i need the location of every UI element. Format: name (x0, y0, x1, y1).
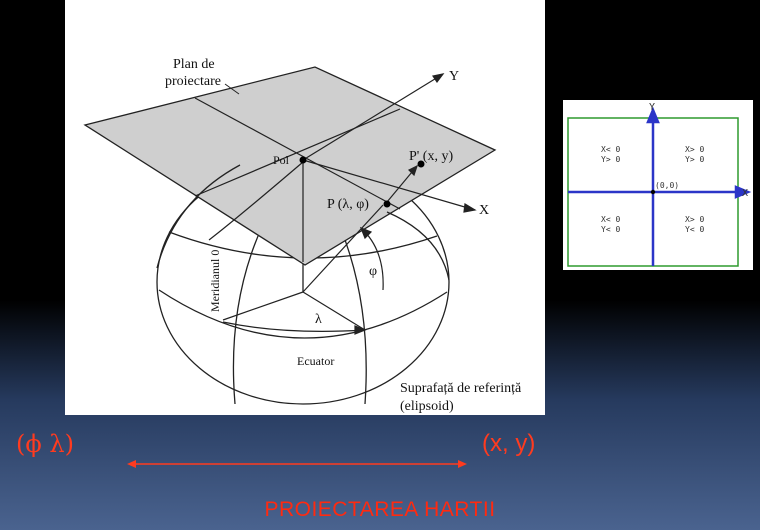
geographic-coords-label: (ϕ λ) (16, 430, 74, 458)
projected-point-label: P' (x, y) (409, 149, 453, 164)
pole-label: Pol (273, 153, 290, 167)
top-left-y: Y> 0 (601, 155, 620, 164)
surface-label-line1: Suprafață de referință (400, 381, 522, 396)
double-arrow (127, 460, 467, 468)
page-title: PROIECTAREA HARTII (264, 498, 496, 521)
x-axis-line (302, 159, 476, 211)
y-axis-label: Y (449, 69, 459, 84)
bottom-left-y: Y< 0 (601, 225, 620, 234)
equator-line (158, 289, 448, 339)
top-right-y: Y> 0 (685, 155, 704, 164)
surface-label-line2: (elipsoid) (400, 399, 454, 414)
bottom-right-y: Y< 0 (685, 225, 704, 234)
projection-diagram: Plan de proiectare Y X Pol P' (x, y) P (… (65, 0, 545, 415)
equator-label: Ecuator (297, 354, 334, 368)
top-right-x: X> 0 (685, 145, 704, 154)
point-p (383, 200, 391, 208)
point-label: P (λ, φ) (327, 197, 369, 212)
origin-point (650, 189, 656, 195)
quadrant-y-label: Y (649, 102, 655, 113)
y-axis-line (302, 73, 444, 161)
bottom-right-x: X> 0 (685, 215, 704, 224)
quadrant-x-label: X (742, 188, 748, 199)
phi-label: φ (369, 264, 377, 279)
point-p-prime (417, 160, 425, 168)
lambda-arc (222, 321, 366, 332)
plane-label-line2: proiectare (165, 74, 221, 89)
origin-label: (0,0) (655, 181, 679, 190)
pole-point (299, 156, 307, 164)
plane-label-line1: Plan de (173, 57, 215, 72)
bottom-left-x: X< 0 (601, 215, 620, 224)
plane-coords-label: (x, y) (482, 430, 536, 457)
lambda-label: λ (315, 312, 322, 327)
meridian-label: Meridianul 0 (208, 250, 222, 312)
quadrant-diagram: Y X (0,0) X< 0 Y> 0 X> 0 Y> 0 X< 0 Y< 0 … (563, 100, 753, 270)
plane-surface (83, 66, 497, 266)
top-left-x: X< 0 (601, 145, 620, 154)
x-axis-label: X (479, 203, 489, 218)
